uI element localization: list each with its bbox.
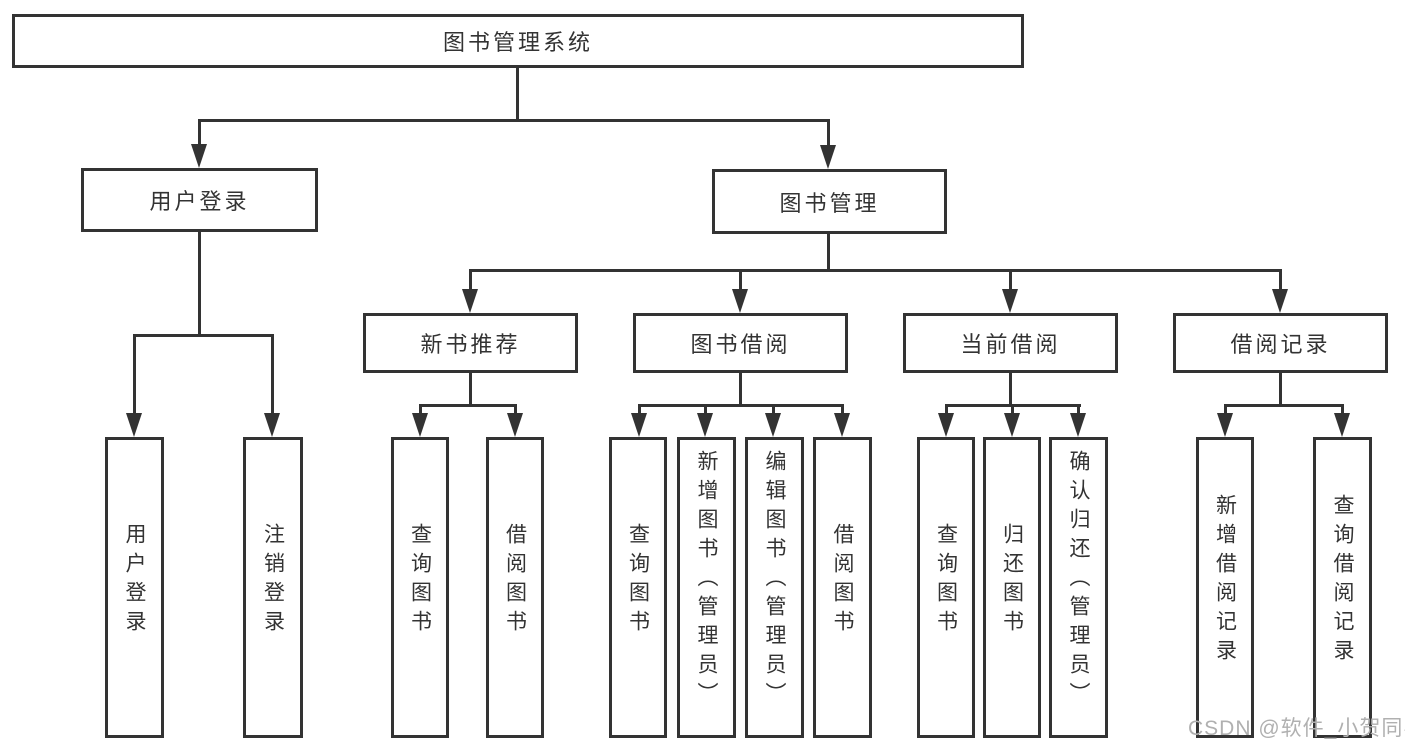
connector-line (198, 232, 201, 337)
connector-line (1011, 404, 1014, 414)
arrow-down-icon (1334, 413, 1350, 437)
arrow-down-icon (938, 413, 954, 437)
connector-line (514, 404, 517, 414)
connector-line (1341, 404, 1344, 414)
node-label: 查询图书 (934, 522, 958, 639)
node-label: 查询图书 (626, 522, 650, 639)
connector-line (419, 404, 517, 407)
connector-line (1279, 272, 1282, 291)
connector-line (271, 334, 274, 415)
connector-line (704, 404, 707, 414)
node-query-books-borrow: 查询图书 (609, 437, 667, 738)
arrow-down-icon (1272, 289, 1288, 313)
node-label: 图书管理 (779, 190, 880, 216)
node-login: 用户登录 (105, 437, 164, 738)
connector-line (1077, 404, 1080, 414)
connector-line (469, 272, 472, 291)
connector-line (198, 119, 830, 122)
connector-line (198, 119, 201, 146)
connector-line (739, 373, 742, 406)
node-label: 图书借阅 (690, 332, 791, 357)
node-book-management: 图书管理 (712, 169, 947, 234)
connector-line (827, 234, 830, 272)
arrow-down-icon (507, 413, 523, 437)
connector-line (739, 272, 742, 291)
arrow-down-icon (126, 413, 142, 437)
node-label: 归还图书 (1000, 522, 1024, 639)
node-new-book-recommend: 新书推荐 (363, 313, 578, 373)
node-add-book-admin: 新增图书（管理员） (677, 437, 736, 738)
node-borrowing-records: 借阅记录 (1173, 313, 1388, 373)
connector-line (1009, 272, 1012, 291)
arrow-down-icon (412, 413, 428, 437)
arrow-down-icon (834, 413, 850, 437)
connector-line (516, 68, 519, 122)
node-borrow-books-recommend: 借阅图书 (486, 437, 544, 738)
connector-line (469, 373, 472, 406)
arrow-down-icon (1070, 413, 1086, 437)
node-label: 新增借阅记录 (1213, 493, 1237, 668)
connector-line (638, 404, 844, 407)
node-label: 借阅记录 (1230, 332, 1331, 357)
connector-line (638, 404, 641, 414)
arrow-down-icon (697, 413, 713, 437)
node-add-borrow-record: 新增借阅记录 (1196, 437, 1254, 738)
connector-line (1009, 373, 1012, 406)
connector-line (469, 269, 1282, 272)
arrow-down-icon (1002, 289, 1018, 313)
node-book-borrowing: 图书借阅 (633, 313, 848, 373)
node-library-system: 图书管理系统 (12, 14, 1024, 68)
node-label: 注销登录 (261, 522, 285, 639)
arrow-down-icon (820, 145, 836, 169)
arrow-down-icon (264, 413, 280, 437)
connector-line (419, 404, 422, 414)
connector-line (133, 334, 136, 415)
node-confirm-return-admin: 确认归还（管理员） (1049, 437, 1108, 738)
arrow-down-icon (732, 289, 748, 313)
node-user-login: 用户登录 (81, 168, 318, 232)
connector-line (827, 119, 830, 147)
arrow-down-icon (1217, 413, 1233, 437)
arrow-down-icon (631, 413, 647, 437)
node-label: 当前借阅 (960, 332, 1061, 357)
node-borrow-books: 借阅图书 (813, 437, 872, 738)
connector-line (945, 404, 948, 414)
arrow-down-icon (191, 144, 207, 168)
node-label: 用户登录 (123, 522, 147, 639)
node-label: 编辑图书（管理员） (763, 450, 787, 711)
node-label: 用户登录 (149, 189, 250, 214)
node-label: 确认归还（管理员） (1067, 450, 1091, 711)
connector-line (1224, 404, 1344, 407)
connector-line (1224, 404, 1227, 414)
node-logout: 注销登录 (243, 437, 303, 738)
connector-line (133, 334, 274, 337)
arrow-down-icon (462, 289, 478, 313)
node-label: 新书推荐 (420, 332, 521, 357)
node-label: 借阅图书 (831, 522, 855, 639)
node-edit-book-admin: 编辑图书（管理员） (745, 437, 804, 738)
node-query-borrow-record: 查询借阅记录 (1313, 437, 1372, 738)
node-label: 借阅图书 (503, 522, 527, 639)
node-label: 查询图书 (408, 522, 432, 639)
node-label: 查询借阅记录 (1331, 493, 1355, 668)
node-query-books-current: 查询图书 (917, 437, 975, 738)
arrow-down-icon (765, 413, 781, 437)
node-label: 图书管理系统 (442, 30, 593, 55)
node-current-borrowing: 当前借阅 (903, 313, 1118, 373)
node-return-books: 归还图书 (983, 437, 1041, 738)
connector-line (841, 404, 844, 414)
csdn-watermark: CSDN @软件_小贺同学 (1188, 717, 1405, 740)
connector-line (772, 404, 775, 414)
connector-line (1279, 373, 1282, 406)
arrow-down-icon (1004, 413, 1020, 437)
node-query-books-recommend: 查询图书 (391, 437, 449, 738)
node-label: 新增图书（管理员） (695, 450, 719, 711)
